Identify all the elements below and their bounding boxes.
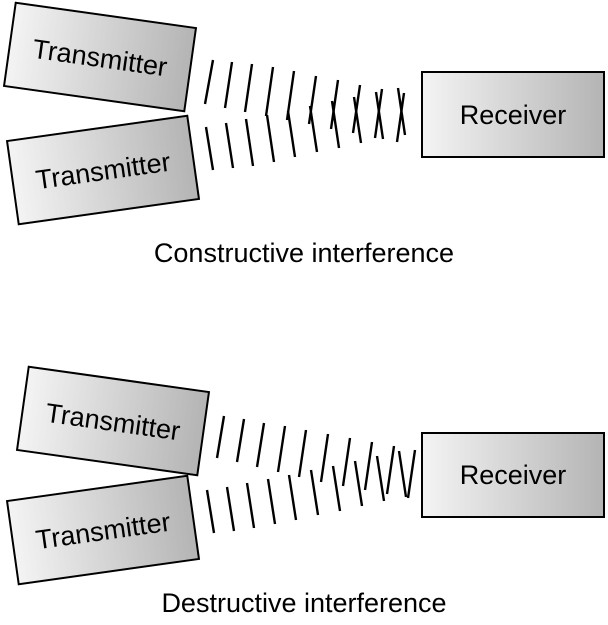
wave-top [215,415,417,499]
caption-constructive: Constructive interference [154,238,454,268]
caption-destructive: Destructive interference [161,588,446,618]
receiver-constructive: Receiver [421,71,605,158]
wave-bottom [204,87,407,171]
receiver-label: Receiver [460,100,567,130]
receiver-label: Receiver [460,460,567,490]
wave-bottom [205,450,408,534]
constructive-panel: Transmitter Transmitter [2,1,605,268]
transmitter-top: Transmitter [15,365,211,477]
receiver-destructive: Receiver [421,432,605,518]
destructive-panel: Transmitter Transmitter [5,365,605,618]
transmitter-top: Transmitter [2,1,198,113]
wave-top [203,59,406,143]
transmitter-bottom: Transmitter [5,114,201,226]
transmitter-bottom: Transmitter [5,474,201,586]
